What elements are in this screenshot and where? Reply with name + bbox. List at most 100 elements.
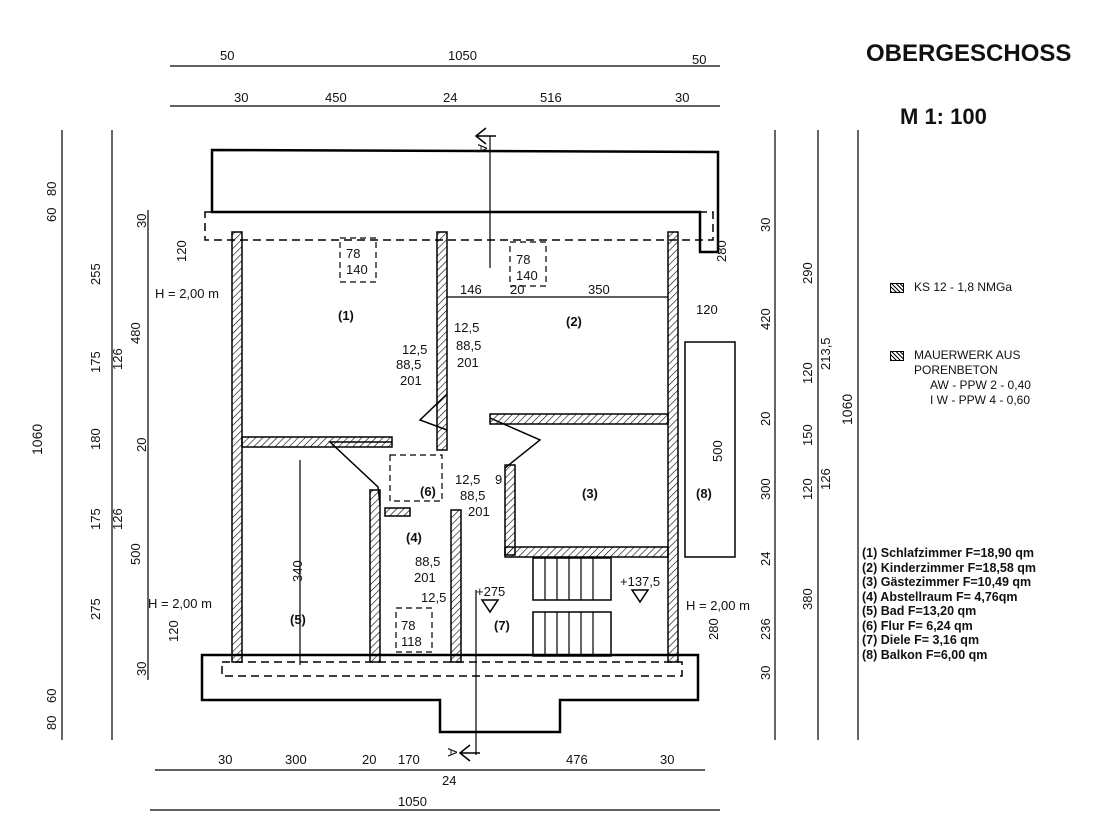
interior-dim: 146 xyxy=(460,282,482,297)
dim-label: 120 xyxy=(800,478,815,500)
crosshatch-swatch-icon xyxy=(890,282,904,293)
dim-label: 80 xyxy=(44,716,59,730)
dim-label: 120 xyxy=(800,362,815,384)
wall xyxy=(504,464,516,556)
wall-angle xyxy=(418,393,448,431)
wall xyxy=(450,509,462,663)
room-number: (7) xyxy=(494,618,510,633)
opening-label: 88,5 xyxy=(396,357,421,372)
section-mark: A xyxy=(445,748,460,757)
room-number: (8) xyxy=(696,486,712,501)
room-number: (5) xyxy=(290,612,306,627)
height-label: H = 2,00 m xyxy=(148,596,212,611)
door-label: 140 xyxy=(346,262,368,277)
staircase xyxy=(532,611,612,657)
section-arrow-icon xyxy=(474,127,496,145)
interior-dim: 20 xyxy=(510,282,524,297)
dim-label: 126 xyxy=(110,508,125,530)
room-number: (2) xyxy=(566,314,582,329)
staircase xyxy=(532,557,612,601)
wall xyxy=(504,546,669,558)
interior-dim: 350 xyxy=(588,282,610,297)
dim-label: 30 xyxy=(134,662,149,676)
dim-label: 50 xyxy=(220,48,234,63)
legend-label: PORENBETON xyxy=(914,363,998,377)
level-label: +137,5 xyxy=(620,574,660,589)
dim-label: 30 xyxy=(660,752,674,767)
dim-label: 290 xyxy=(800,262,815,284)
dim-label: 1050 xyxy=(448,48,477,63)
interior-dim: 120 xyxy=(696,302,718,317)
room-number: (3) xyxy=(582,486,598,501)
room-entry: (7) Diele F= 3,16 qm xyxy=(862,633,980,647)
room-entry: (3) Gästezimmer F=10,49 qm xyxy=(862,575,1032,589)
dim-label: 20 xyxy=(362,752,376,767)
dim-label: 60 xyxy=(44,689,59,703)
dim-label: 30 xyxy=(758,218,773,232)
dim-label: 275 xyxy=(88,598,103,620)
wall-angle xyxy=(489,417,542,469)
opening-label: 88,5 xyxy=(415,554,440,569)
legend-item-ks: KS 12 - 1,8 NMGa xyxy=(890,280,1012,295)
door-label: 78 xyxy=(346,246,360,261)
wall xyxy=(436,231,448,451)
wall-angle xyxy=(328,441,392,506)
balcony xyxy=(684,341,736,558)
dim-label: 1060 xyxy=(839,394,855,425)
roof-outline xyxy=(210,148,720,254)
dim-label: 20 xyxy=(134,438,149,452)
dim-label: 50 xyxy=(692,52,706,67)
diagonal-swatch-icon xyxy=(890,350,904,361)
level-label: +275 xyxy=(476,584,505,599)
door-label: 78 xyxy=(401,618,415,633)
dim-label: 24 xyxy=(443,90,457,105)
room-schedule: (1) Schlafzimmer F=18,90 qm (2) Kinderzi… xyxy=(862,546,1036,662)
opening-label: 88,5 xyxy=(460,488,485,503)
dim-label: 120 xyxy=(166,620,181,642)
dim-label: 500 xyxy=(710,440,725,462)
opening-label: 201 xyxy=(400,373,422,388)
dim-label: 340 xyxy=(290,560,305,582)
dim-label: 300 xyxy=(758,478,773,500)
level-triangle-icon xyxy=(480,599,500,614)
dim-label: 213,5 xyxy=(818,337,833,370)
room-entry: (4) Abstellraum F= 4,76qm xyxy=(862,589,1018,604)
dim-label: 180 xyxy=(88,428,103,450)
wall xyxy=(489,413,669,425)
section-arrow-icon xyxy=(458,744,480,762)
room-entry: (6) Flur F= 6,24 qm xyxy=(862,618,973,633)
door-label: 140 xyxy=(516,268,538,283)
dim-label: 30 xyxy=(758,666,773,680)
room-entry: (8) Balkon F=6,00 qm xyxy=(862,647,988,662)
dim-label: 30 xyxy=(134,214,149,228)
height-label: H = 2,00 m xyxy=(686,598,750,613)
section-mark: A xyxy=(475,144,490,153)
level-triangle-icon xyxy=(630,589,650,604)
dim-label: 80 xyxy=(44,182,59,196)
door-label: 78 xyxy=(516,252,530,267)
dim-label: 60 xyxy=(44,208,59,222)
opening-label: 88,5 xyxy=(456,338,481,353)
legend-item-porenbeton: MAUERWERK AUS PORENBETON AW - PPW 2 - 0,… xyxy=(890,348,1031,408)
dim-label: 500 xyxy=(128,543,143,565)
dim-label: 175 xyxy=(88,508,103,530)
room-entry: (2) Kinderzimmer F=18,58 qm xyxy=(862,560,1037,575)
opening-label: 12,5 xyxy=(421,590,446,605)
room-number: (1) xyxy=(338,308,354,323)
dim-label: 280 xyxy=(706,618,721,640)
room-entry: (1) Schlafzimmer F=18,90 qm xyxy=(862,546,1034,560)
opening-label: 12,5 xyxy=(455,472,480,487)
wall xyxy=(369,489,381,663)
dim-label: 300 xyxy=(285,752,307,767)
plan-scale: M 1: 100 xyxy=(900,104,987,129)
room-entry: (5) Bad F=13,20 qm xyxy=(862,604,977,618)
dim-label: 476 xyxy=(566,752,588,767)
room-number: (6) xyxy=(420,484,436,499)
legend-label: MAUERWERK AUS xyxy=(914,348,1021,362)
dim-label: 126 xyxy=(110,348,125,370)
dim-label: 30 xyxy=(218,752,232,767)
legend-label: I W - PPW 4 - 0,60 xyxy=(930,393,1031,407)
dim-label: 170 xyxy=(398,752,420,767)
opening-label: 201 xyxy=(468,504,490,519)
